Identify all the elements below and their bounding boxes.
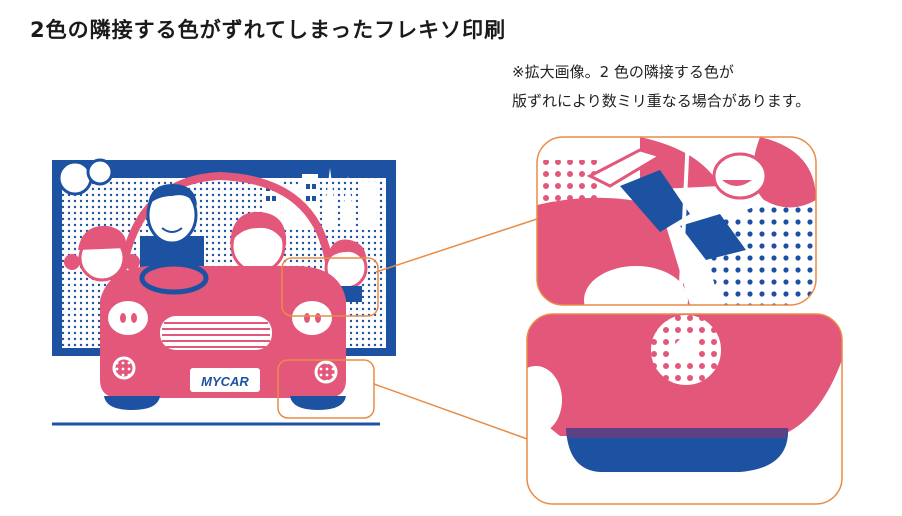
zoom-frame-bottom bbox=[526, 313, 843, 505]
tire-left bbox=[104, 396, 160, 410]
headlight-right bbox=[292, 301, 332, 335]
car-grille bbox=[160, 316, 272, 350]
caption-line-1: ※拡大画像。2 色の隣接する色が bbox=[512, 63, 734, 81]
steering-wheel bbox=[139, 261, 209, 295]
car-roof bbox=[116, 171, 334, 291]
zoom-panel-top bbox=[537, 137, 816, 305]
page-title: 2色の隣接する色がずれてしまったフレキソ印刷 bbox=[30, 18, 507, 42]
license-plate-text: MYCAR bbox=[201, 374, 249, 389]
headlight-left bbox=[108, 301, 148, 335]
callout-line-top bbox=[375, 217, 541, 273]
highlight-box-mirror bbox=[281, 257, 379, 317]
fog-lamp-right bbox=[314, 360, 338, 384]
license-plate bbox=[190, 368, 260, 392]
zoom-panel-bottom bbox=[527, 314, 842, 504]
tree-shape bbox=[86, 158, 114, 186]
zoom-frame-top bbox=[536, 136, 817, 306]
caption: ※拡大画像。2 色の隣接する色が 版ずれにより数ミリ重なる場合があります。 bbox=[512, 58, 810, 116]
tire-right bbox=[290, 396, 346, 410]
callout-line-bottom bbox=[373, 383, 531, 441]
caption-line-2: 版ずれにより数ミリ重なる場合があります。 bbox=[512, 92, 811, 110]
highlight-box-bumper bbox=[277, 359, 375, 419]
tree-shape bbox=[57, 160, 93, 196]
fog-lamp-left bbox=[112, 356, 136, 380]
car-illustration: MYCAR bbox=[52, 158, 396, 426]
